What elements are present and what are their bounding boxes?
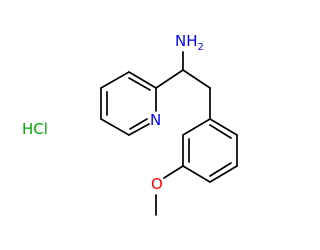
amine-label: NH2 xyxy=(175,32,204,53)
pyridine-ring xyxy=(100,71,157,136)
benzene-bond xyxy=(209,165,238,183)
benzene-bond xyxy=(209,118,238,136)
chemical-structure: HCl NH2 N O xyxy=(22,32,238,216)
pyridine-bond-inner xyxy=(129,118,148,130)
hcl-label: HCl xyxy=(22,120,48,138)
pyridine-nitrogen-label: N xyxy=(150,111,161,129)
benzene-ring xyxy=(182,118,238,183)
amine-subscript: 2 xyxy=(198,42,204,53)
bond-aryl-oxygen xyxy=(163,165,184,179)
pyridine-bond xyxy=(128,71,157,89)
pyridine-bond xyxy=(128,123,150,136)
benzene-bond-inner xyxy=(209,124,232,139)
pyridine-bond xyxy=(100,118,130,136)
benzene-bond xyxy=(182,118,211,136)
pyridine-bond-inner xyxy=(128,77,151,91)
benzene-bond xyxy=(182,165,211,183)
pyridine-bond xyxy=(100,71,130,89)
methoxy-oxygen-label: O xyxy=(151,175,163,193)
benzene-bond-inner xyxy=(209,162,232,177)
amine-symbol: NH xyxy=(175,32,198,50)
bond-ca-pyridine xyxy=(155,69,184,89)
bond-ca-ch2 xyxy=(182,69,211,89)
